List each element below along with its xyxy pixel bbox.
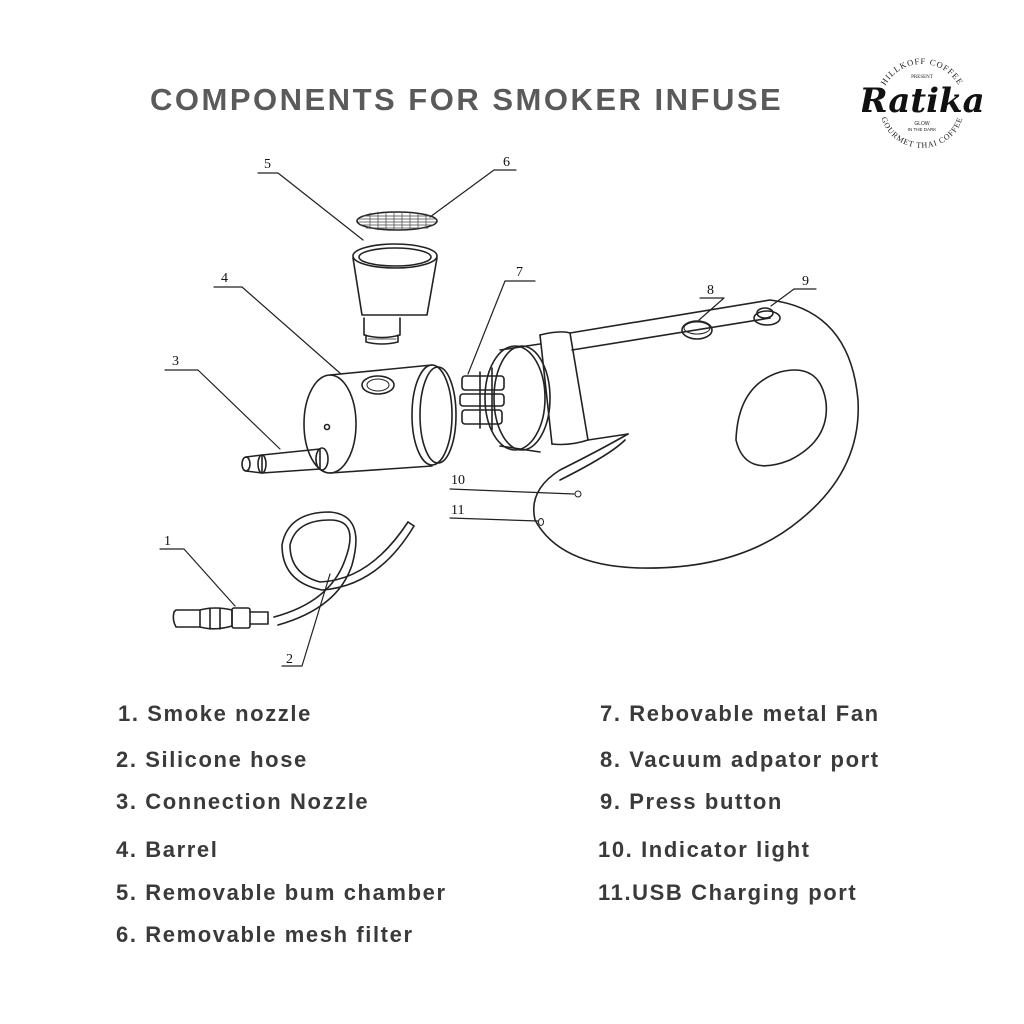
callout-7: 7	[516, 265, 523, 280]
callout-5: 5	[264, 157, 271, 172]
ratika-logo: HILLKOFF COFFEE PRESENT Ratika GLOW IN T…	[862, 56, 982, 150]
callout-8: 8	[707, 283, 714, 298]
legend-item-11: 11.USB Charging port	[598, 880, 858, 905]
fan-part	[459, 343, 551, 453]
smoker-body-part	[533, 299, 860, 569]
callout-2: 2	[286, 652, 293, 667]
logo-tag-2: IN THE DARK	[908, 127, 936, 132]
callout-6: 6	[503, 155, 510, 170]
logo-tag-1: GLOW	[914, 121, 930, 127]
callout-9: 9	[802, 274, 809, 289]
mesh-filter-part	[356, 211, 438, 231]
legend-item-10: 10. Indicator light	[598, 837, 811, 862]
legend-item-1: 1. Smoke nozzle	[118, 701, 312, 726]
legend-item-6: 6. Removable mesh filter	[116, 922, 414, 947]
callout-1: 1	[164, 534, 171, 549]
legend-item-9: 9. Press button	[600, 789, 783, 814]
legend-item-3: 3. Connection Nozzle	[116, 789, 370, 814]
logo-present: PRESENT	[911, 75, 933, 80]
leader-lines	[159, 169, 817, 667]
callout-4: 4	[221, 271, 228, 286]
connection-nozzle-part	[241, 447, 329, 474]
logo-brand: Ratika	[862, 81, 982, 121]
page-title: COMPONENTS FOR SMOKER INFUSE	[150, 82, 784, 117]
legend-item-2: 2. Silicone hose	[116, 747, 308, 772]
callout-11: 11	[451, 503, 464, 518]
smoke-nozzle-part	[172, 607, 269, 630]
legend-item-7: 7. Rebovable metal Fan	[600, 701, 880, 726]
legend-item-4: 4. Barrel	[116, 837, 219, 862]
callout-3: 3	[172, 354, 179, 369]
barrel-part	[303, 364, 457, 474]
silicone-hose-part	[273, 511, 415, 626]
legend-item-5: 5. Removable bum chamber	[116, 880, 447, 905]
callout-10: 10	[451, 473, 465, 488]
legend-item-8: 8. Vacuum adpator port	[600, 747, 880, 772]
bum-chamber-part	[352, 243, 438, 345]
